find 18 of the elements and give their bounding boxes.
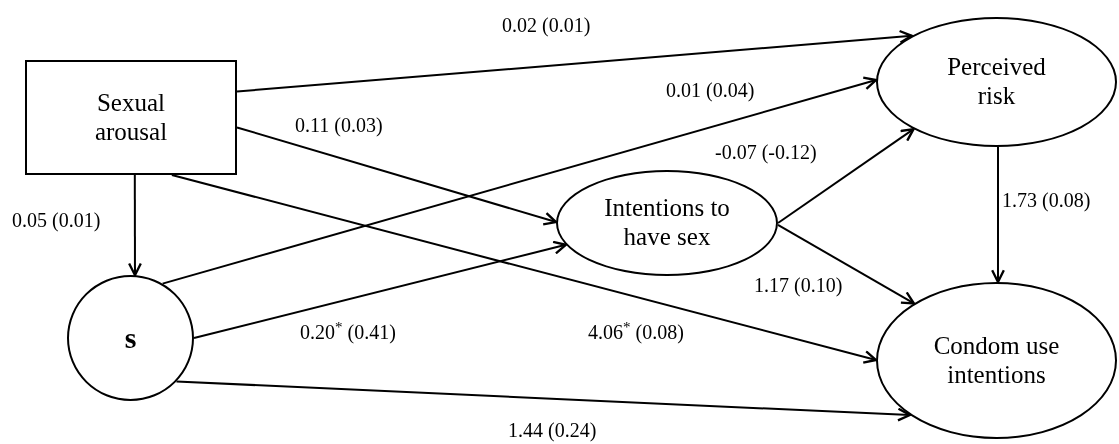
arrow xyxy=(193,240,567,339)
node-label: s xyxy=(124,320,137,356)
arrow xyxy=(127,174,142,277)
arrow xyxy=(170,174,878,364)
arrow xyxy=(161,76,878,285)
variable-box xyxy=(25,60,237,175)
node-label: Intentions to have sex xyxy=(603,194,731,252)
node-label: Perceived risk xyxy=(946,53,1047,111)
edge-label: 0.20$^{*}$ (0.41) xyxy=(298,319,398,345)
edge-label: 4.06$^{*}$ (0.08) xyxy=(586,319,686,345)
arrow xyxy=(991,146,1005,284)
arrow xyxy=(777,127,915,224)
arrow xyxy=(236,29,913,93)
arrow xyxy=(175,380,912,422)
arrow xyxy=(236,126,558,226)
node-label: Sexual arousal xyxy=(93,88,169,147)
arrow xyxy=(776,223,916,305)
node-label: Condom use intentions xyxy=(932,331,1061,390)
